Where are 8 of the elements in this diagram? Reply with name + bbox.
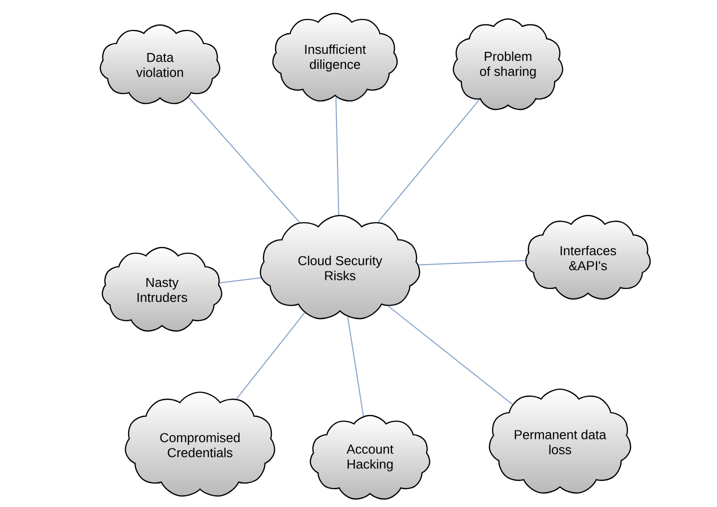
connector-line xyxy=(335,96,340,216)
connector-line xyxy=(418,260,526,266)
connector-line xyxy=(188,96,300,223)
connector-line xyxy=(388,306,513,405)
connector-line xyxy=(347,316,364,417)
connector-line xyxy=(378,99,480,222)
connector-line xyxy=(236,312,305,400)
connector-line xyxy=(219,277,262,284)
